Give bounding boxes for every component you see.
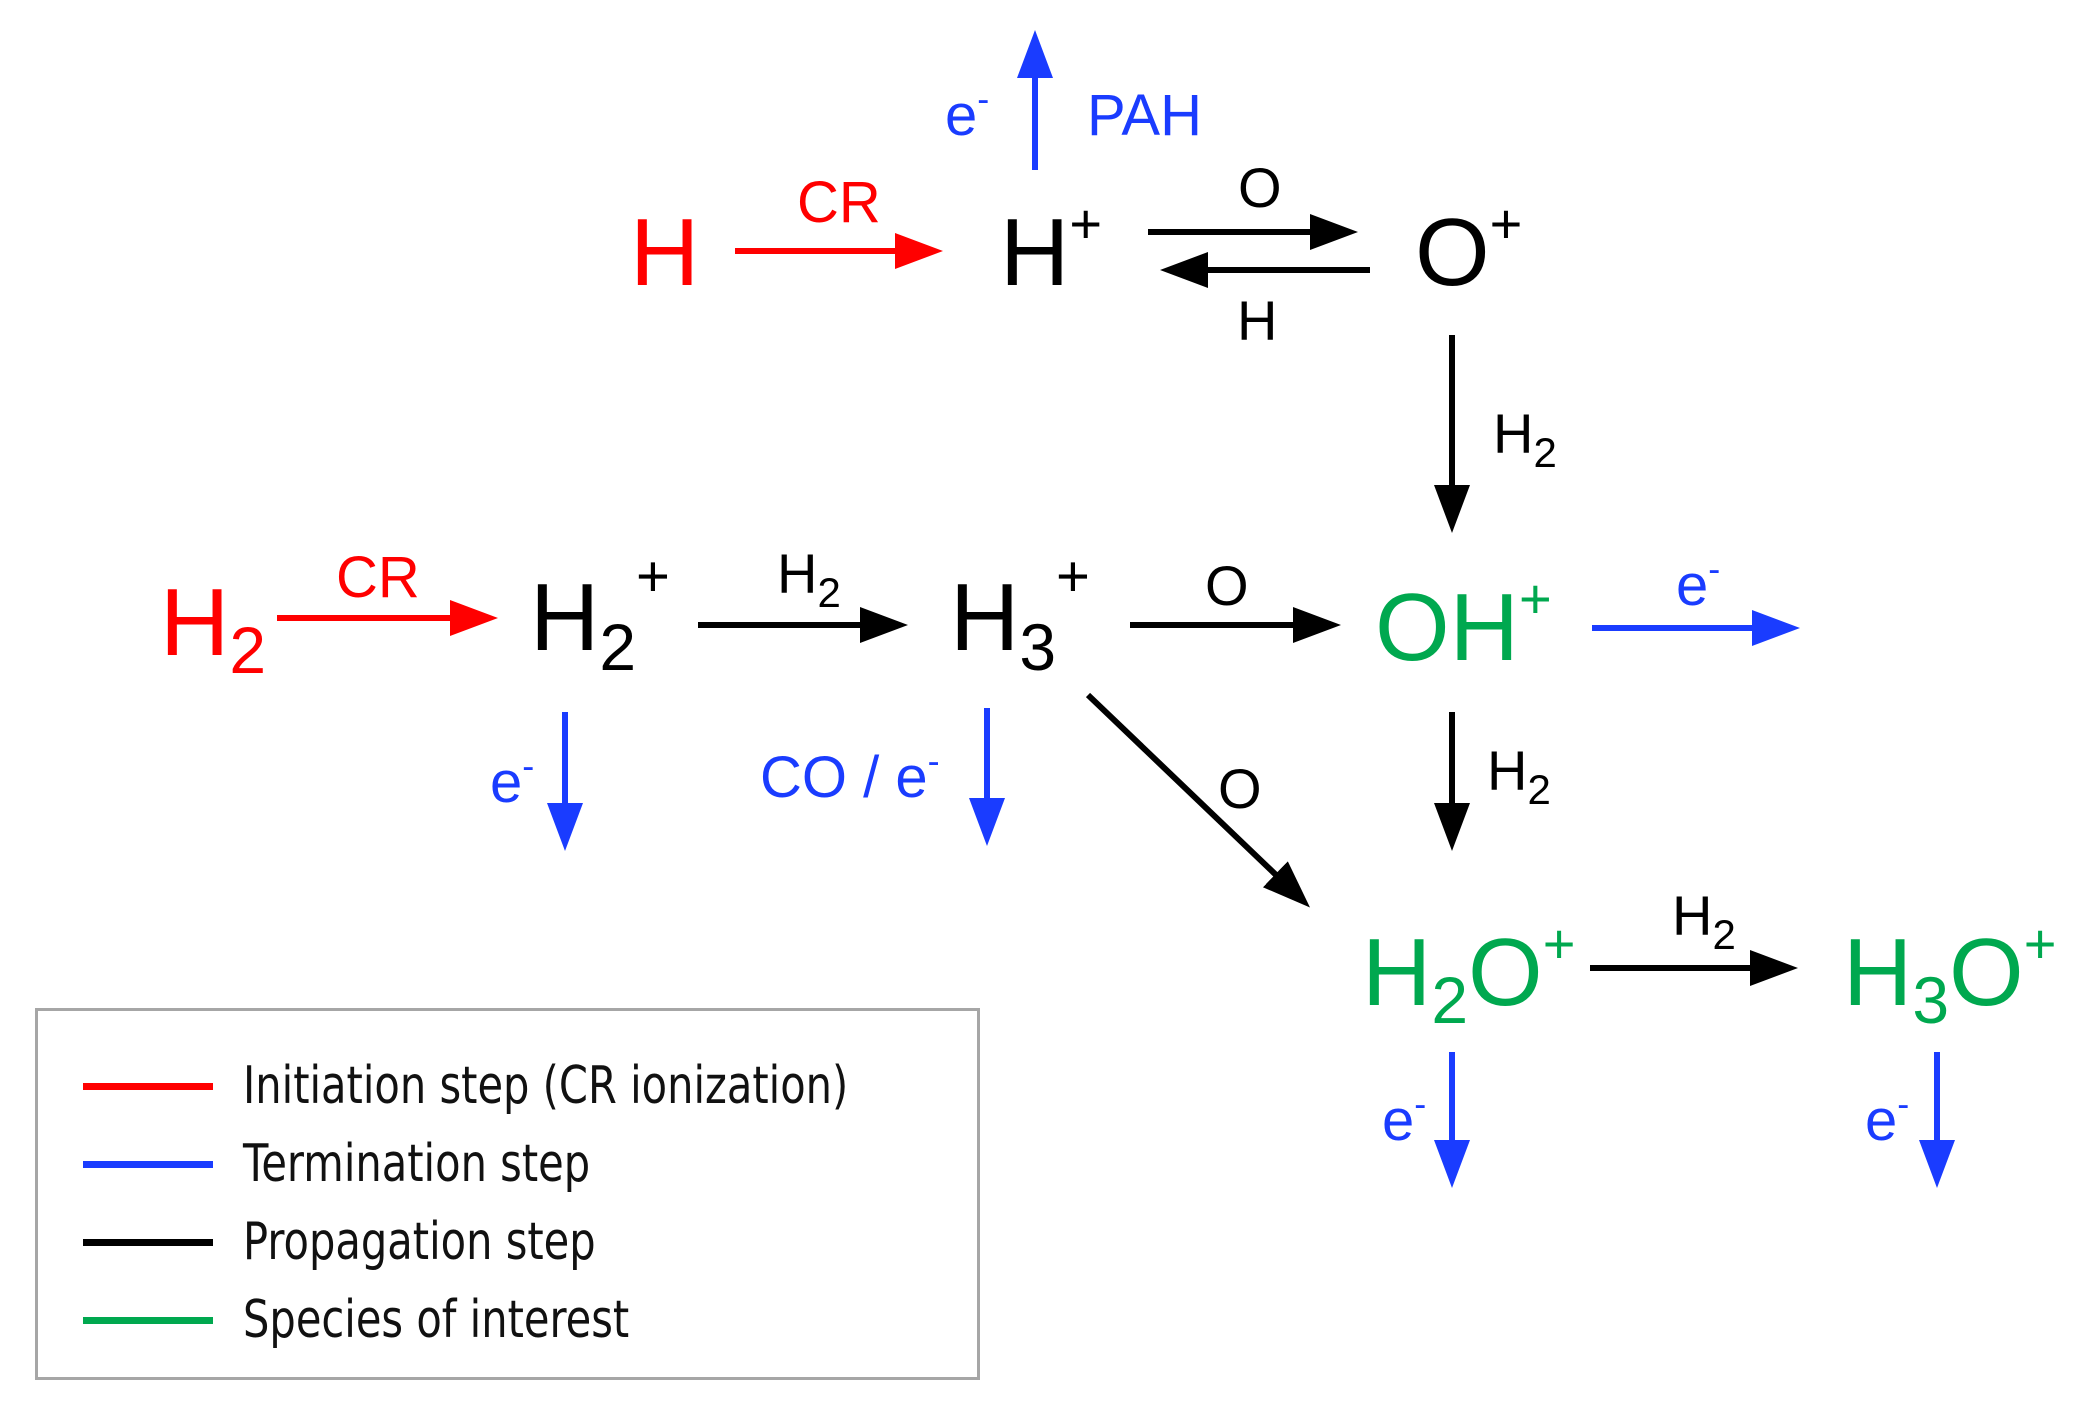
label-O-forward: O <box>1238 156 1282 219</box>
label-e-minus-H3Oplus: e- <box>1865 1083 1909 1153</box>
label-H-reverse: H <box>1237 289 1277 352</box>
species-H2O-plus: H2O+ <box>1362 912 1575 1037</box>
legend-swatch-species <box>83 1316 213 1324</box>
legend-swatch-propagation <box>83 1238 213 1246</box>
legend-item-propagation: Propagation step <box>83 1212 684 1272</box>
label-CO-e-minus: CO / e- <box>760 740 940 810</box>
label-O-diagonal: O <box>1218 757 1262 820</box>
legend-label-propagation: Propagation step <box>243 1212 596 1272</box>
legend-label-initiation: Initiation step (CR ionization) <box>243 1056 849 1116</box>
legend-item-initiation: Initiation step (CR ionization) <box>83 1056 1000 1116</box>
species-H-plus: H+ <box>1000 192 1102 306</box>
label-e-minus-OHplus: e- <box>1676 548 1720 618</box>
species-H3O-plus: H3O+ <box>1843 912 2056 1037</box>
label-e-minus-Hplus: e- <box>945 78 989 148</box>
species-OH-plus: OH+ <box>1375 567 1552 681</box>
species-O-plus: O+ <box>1415 192 1522 306</box>
legend-label-species: Species of interest <box>243 1290 630 1350</box>
label-e-minus-H2plus: e- <box>490 745 534 815</box>
species-H2-plus: H2+ <box>530 544 670 684</box>
species-H3-plus: H3+ <box>950 544 1090 684</box>
arrow-H3plus-to-H2Oplus <box>1085 692 1311 908</box>
legend-swatch-termination <box>83 1160 213 1168</box>
label-H2-Oplus-OHplus: H2 <box>1493 402 1557 476</box>
label-CR-mid: CR <box>336 545 420 610</box>
legend-item-termination: Termination step <box>83 1134 677 1194</box>
label-H2-H2Oplus-H3Oplus: H2 <box>1672 884 1736 958</box>
label-e-minus-H2Oplus: e- <box>1382 1083 1426 1153</box>
legend-swatch-initiation <box>83 1082 213 1090</box>
label-CR-top: CR <box>797 170 881 235</box>
label-H2-H2plus-H3plus: H2 <box>777 542 841 616</box>
label-H2-OHplus-H2Oplus: H2 <box>1487 739 1551 813</box>
label-O-H3plus-OHplus: O <box>1205 554 1249 617</box>
species-H: H <box>630 199 699 306</box>
legend-item-species: Species of interest <box>83 1290 726 1350</box>
species-H2: H2 <box>160 569 266 687</box>
legend: Initiation step (CR ionization) Terminat… <box>35 1008 980 1380</box>
legend-label-termination: Termination step <box>243 1134 591 1194</box>
label-PAH: PAH <box>1087 83 1202 148</box>
